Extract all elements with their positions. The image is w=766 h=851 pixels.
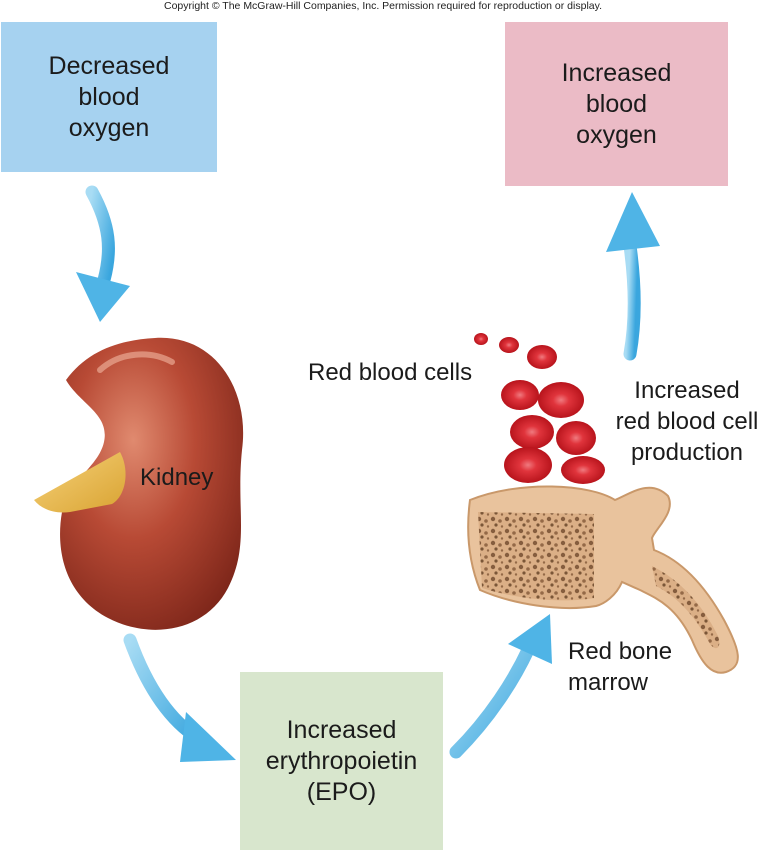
decreased-blood-oxygen-box: Decreased blood oxygen <box>1 22 217 172</box>
red-blood-cells-label: Red blood cells <box>308 359 473 386</box>
kidney-illustration <box>34 337 244 630</box>
arrow-to-increased-oxygen <box>606 192 660 361</box>
arrow-to-kidney <box>76 185 130 322</box>
production-label: Increased red blood cell production <box>615 377 759 466</box>
red-bone-marrow-label: Red bone marrow <box>568 638 673 696</box>
copyright-notice: Copyright © The McGraw-Hill Companies, I… <box>163 0 603 12</box>
increased-blood-oxygen-text: Increased blood oxygen <box>561 58 672 149</box>
epo-text: Increased erythropoietin (EPO) <box>265 715 418 806</box>
increased-blood-oxygen-box: Increased blood oxygen <box>505 22 728 186</box>
arrow-to-epo <box>123 633 236 762</box>
arrow-to-marrow <box>449 614 552 759</box>
epo-box: Increased erythropoietin (EPO) <box>240 672 443 850</box>
red-blood-cells <box>474 333 605 484</box>
bone-illustration <box>467 485 739 674</box>
decreased-blood-oxygen-text: Decreased blood oxygen <box>48 51 170 142</box>
kidney-label: Kidney <box>140 464 214 491</box>
